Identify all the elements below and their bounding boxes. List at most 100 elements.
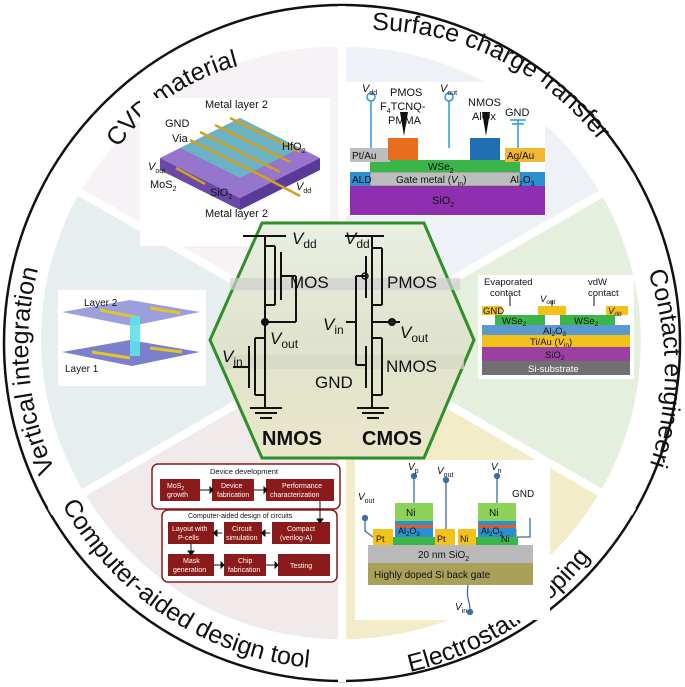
sc-pmos: PMOS — [390, 87, 422, 99]
ed-vin: Vin — [455, 602, 467, 615]
ce-vdd: Vdd — [608, 306, 622, 318]
hex-cmos-vdd: Vdd — [345, 229, 370, 251]
ce-gnd: GND — [483, 306, 504, 317]
ce-vdw-1: vdW — [588, 277, 607, 288]
ed-alr-b: O — [492, 526, 499, 536]
hex-cmos-vout: Vout — [400, 323, 429, 345]
sc-gate-metal: Gate metal (Vin) — [396, 175, 467, 188]
cvd-sio2-main: SiO — [210, 187, 229, 199]
sc-gate-sub: in — [458, 181, 464, 188]
cvd-mos2: MoS2 — [150, 179, 177, 193]
ce-evaporated-1: Evaporated — [484, 277, 533, 288]
cvd-panel: Metal layer 2 GND Via HfO2 Vout MoS2 SiO… — [140, 98, 330, 246]
cvd-mos2-sub: 2 — [173, 186, 177, 193]
cad-compact-2: (verilog-A) — [280, 535, 312, 542]
ed-pt-left: Pt — [376, 534, 385, 544]
cvd-hfo2-main: HfO — [282, 141, 302, 153]
cad-mask-2: generation — [173, 567, 206, 574]
doping-panel: Vp Vout Vn Vout GND Ni Ni Al2O3 Al2O3 Pt… — [355, 460, 550, 620]
ce-sio2-sub: 2 — [561, 355, 565, 362]
ed-vout-top: Vout — [437, 466, 453, 479]
sc-f4-sub: 4 — [387, 108, 391, 115]
ce-tiau-main: Ti/Au ( — [530, 337, 558, 348]
ce-wse2r-sub: 2 — [595, 321, 599, 328]
cmos-schematic — [345, 235, 400, 419]
ed-vout-left-sub: out — [365, 498, 375, 505]
ed-ni-top-left: Ni — [406, 508, 415, 519]
cvd-mos2-main: MoS — [150, 179, 173, 191]
nmos-output-node — [261, 318, 269, 326]
ed-vout-left-main: V — [358, 492, 366, 503]
cad-chip-1: Chip — [238, 558, 253, 565]
ed-vp-sub: p — [415, 468, 419, 475]
ce-vdd-main: V — [608, 306, 616, 317]
hex-cmos-vin-sub: in — [334, 323, 343, 337]
sc-al2o3: Al2O3 — [510, 175, 535, 188]
sc-vout: Vout — [440, 83, 457, 97]
vi-layer2: Layer 2 — [84, 298, 118, 309]
ce-tiau: Ti/Au (Vin) — [530, 337, 572, 349]
contact-panel: Evaporated contact vdW contact GND Vout … — [478, 275, 634, 379]
sc-ptau: Pt/Au — [352, 151, 376, 162]
ce-tiau-close: ) — [569, 337, 572, 348]
sc-al-s1: 2 — [519, 181, 523, 188]
ed-pt-mid: Pt — [437, 534, 446, 544]
cad-layout-1: Layout with — [172, 526, 208, 533]
ed-ni-mid: Ni — [460, 534, 469, 544]
cad-device-dev: Device development — [210, 467, 279, 476]
hex-title-nmos: NMOS — [262, 428, 322, 450]
cad-chip-2: fabrication — [228, 567, 260, 574]
ce-wse2l-sub: 2 — [523, 321, 527, 328]
ce-al2o3: Al2O3 — [543, 326, 566, 338]
cad-compact-1: Compact — [287, 526, 315, 533]
cvd-vout: Vout — [148, 161, 165, 175]
cad-mos2-main: MoS — [167, 483, 182, 490]
sc-gate-v: V — [451, 175, 459, 186]
ce-tiau-v: V — [558, 337, 566, 348]
ed-vp-main: V — [408, 462, 416, 473]
hex-nmos-vdd-sub: dd — [303, 237, 316, 251]
hex-cmos-vin-main: V — [323, 315, 336, 334]
sc-vdd: Vdd — [362, 83, 377, 97]
ed-vn-sub: n — [498, 468, 502, 475]
cvd-hfo2: HfO2 — [282, 141, 306, 155]
cad-testing: Testing — [290, 563, 312, 570]
cad-mask-1: Mask — [183, 558, 200, 565]
hex-cmos-vdd-main: V — [345, 229, 358, 248]
ed-all-s1: 2 — [406, 532, 410, 538]
ce-al-b: O — [555, 326, 562, 337]
sc-vout-main: V — [440, 83, 449, 95]
cvd-vout-main: V — [148, 161, 157, 173]
pmos-gate-bubble — [361, 272, 369, 280]
sc-agau: Ag/Au — [507, 151, 534, 162]
ed-all-s2: 3 — [416, 532, 420, 538]
ed-vout-top-sub: out — [444, 472, 454, 479]
ce-tiau-sub: in — [564, 342, 569, 349]
hex-mos: MOS — [290, 273, 329, 292]
ed-vout-left: Vout — [358, 492, 374, 505]
ce-sio2: SiO2 — [545, 350, 565, 362]
sc-f4-main: F — [380, 101, 387, 113]
cad-circuit-2: simulation — [226, 535, 258, 542]
cad-perf-1: Performance — [282, 483, 322, 490]
sc-al-s2: 3 — [531, 181, 535, 188]
ce-vout: Vout — [540, 294, 556, 306]
ed-vout-top-main: V — [437, 466, 445, 477]
cvd-vdd: Vdd — [296, 181, 311, 195]
cad-layout-2: P-cells — [178, 535, 200, 542]
sc-wse2: WSe2 — [428, 162, 454, 175]
ce-wse2l-main: WSe — [502, 316, 523, 327]
hex-nmos-vin: Vin — [222, 347, 243, 369]
hex-cmos-vin: Vin — [323, 315, 344, 337]
cvd-hfo2-sub: 2 — [302, 148, 306, 155]
hex-nmos-vin-main: V — [222, 347, 235, 366]
sc-wse2-main: WSe — [428, 162, 450, 173]
sc-f4tcnq: F4TCNQ- — [380, 101, 426, 115]
sc-gate-close: ) — [463, 175, 466, 186]
hex-nmos-vout-sub: out — [281, 337, 298, 351]
cvd-gnd: GND — [165, 118, 190, 130]
ed-sio2: 20 nm SiO2 — [418, 550, 469, 563]
ce-vdw-2: contact — [588, 288, 619, 299]
cad-panel: Device development MoS2 growth Device fa… — [151, 463, 341, 583]
ed-vin-main: V — [455, 602, 463, 613]
